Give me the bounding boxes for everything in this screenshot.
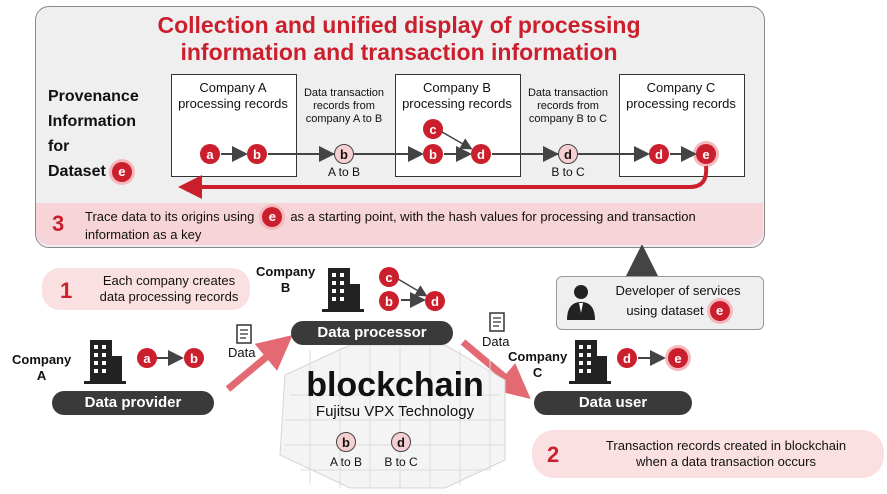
step3-number: 3 [52,211,65,236]
company-c-box-title-2: processing records [626,96,736,111]
company-a-box-title: Company A processing records [171,80,295,112]
tx-bc-line2: records from [537,100,599,112]
step3-text: Trace data to its origins using e as a s… [85,207,760,243]
company-b-box-title: Company B processing records [395,80,519,112]
company-a-label: Company A [12,352,71,384]
box-b-circle-c: c [423,119,443,139]
tx-ab-line2: records from [313,100,375,112]
data-flow-arrow-left [225,335,293,392]
provenance-line3: for [48,138,70,155]
step3-text-after: as a starting point, with the hash value… [290,209,696,224]
provenance-circle-e: e [111,161,132,182]
data-processor-pill: Data processor [291,321,453,345]
developer-line1: Developer of services [615,283,741,298]
company-b-label-2: B [280,280,291,295]
data-label-right: Data [482,334,510,349]
processor-circle-d: d [425,291,445,311]
developer-text: Developer of services using dataset e [598,283,758,321]
building-icon-a [84,340,126,384]
tx-bc-label: B to C [551,165,585,179]
developer-circle-e: e [709,301,730,321]
developer-box [556,276,764,330]
document-icon-left [236,324,252,344]
company-c-label-1: Company [508,349,568,364]
user-circle-d: d [617,348,637,368]
developer-line2: using dataset [626,303,704,318]
box-b-circle-b: b [423,144,443,164]
company-c-box-title-1: Company C [646,80,716,95]
tx-bc-text: Data transaction records from company B … [520,87,616,126]
step2-callout [532,430,884,478]
blockchain-title: blockchain [306,366,484,404]
company-c-box-title: Company C processing records [619,80,743,112]
user-circle-e: e [668,348,688,368]
box-a-circle-b: b [247,144,267,164]
person-icon [567,285,595,320]
step1-text: Each company creates data processing rec… [84,273,254,305]
step1-line2: data processing records [99,289,239,304]
document-icon-right [489,312,505,332]
tx-ab-line1: Data transaction [303,87,385,99]
data-provider-pill: Data provider [52,391,214,415]
step3-circle-e: e [262,207,283,227]
processor-circle-b: b [379,291,399,311]
company-a-label-1: Company [12,352,72,367]
provenance-line4: Dataset [48,163,106,180]
provenance-label: Provenance Information for Dataset e [48,84,139,184]
data-label-left: Data [228,345,256,360]
company-c-label: Company C [508,349,567,381]
blockchain-subtitle: Fujitsu VPX Technology [315,403,475,420]
step1-number: 1 [60,278,73,303]
step2-line1: Transaction records created in blockchai… [605,438,847,453]
company-a-box-title-2: processing records [178,96,288,111]
blockchain-d-label: B to C [384,455,418,469]
building-icon-b [322,268,364,312]
tx-ab-label: A to B [327,165,361,179]
step3-bar [36,203,763,245]
tx-ab-line3: company A to B [305,113,383,125]
processor-arrow-cd [397,278,428,297]
provider-circle-a: a [137,348,157,368]
data-user-pill: Data user [534,391,692,415]
data-flow-arrow-right [460,339,531,400]
step1-callout [42,268,250,310]
panel-title: Collection and unified display of proces… [35,12,763,66]
step2-line2: when a data transaction occurs [636,454,816,469]
trace-back-arrow [178,165,709,199]
company-c-label-2: C [532,365,543,380]
blockchain-circle-b: b [336,432,356,452]
tx-ab-text: Data transaction records from company A … [296,87,392,126]
processor-circle-c: c [379,267,399,287]
company-b-box-title-2: processing records [402,96,512,111]
provenance-line2: Information [48,113,136,130]
box-c-circle-d: d [649,144,669,164]
company-b-box-title-1: Company B [423,80,491,95]
panel-title-line2: information and transaction information [180,39,618,65]
company-b-label: Company B [256,264,315,296]
company-a-box-title-1: Company A [199,80,267,95]
blockchain-b-label: A to B [329,455,363,469]
provider-circle-b: b [184,348,204,368]
step2-text: Transaction records created in blockchai… [576,438,876,470]
tx-bc-line1: Data transaction [527,87,609,99]
panel-title-line1: Collection and unified display of proces… [157,12,641,38]
blockchain-circle-d: d [391,432,411,452]
step3-text-before: Trace data to its origins using [85,209,255,224]
building-icon-c [569,340,611,384]
tx-bc-line3: company B to C [528,113,608,125]
company-b-label-1: Company [256,264,316,279]
box-a-circle-a: a [200,144,220,164]
step2-number: 2 [547,442,560,467]
step3-line2: information as a key [85,227,202,242]
arrow-box-b-cd [441,131,473,150]
box-b-circle-d: d [471,144,491,164]
provenance-line1: Provenance [48,88,139,105]
company-a-label-2: A [36,368,47,383]
step1-line1: Each company creates [102,273,236,288]
box-c-circle-e: e [696,144,716,164]
blockchain-mesh [279,344,506,489]
